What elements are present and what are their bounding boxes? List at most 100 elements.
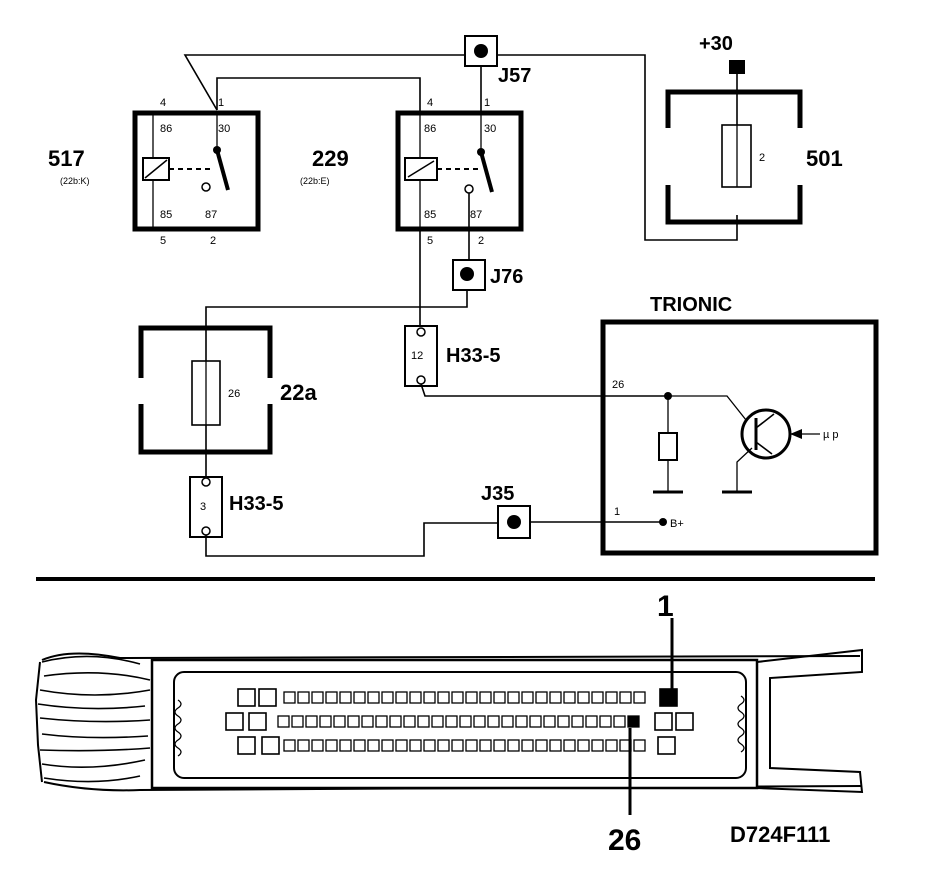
connector-pin <box>381 691 394 704</box>
h33-5-top-pin-a <box>416 327 426 337</box>
connector-pin <box>571 715 584 728</box>
relay-517-contact-87 <box>201 182 211 192</box>
fuse-501-box-bottom <box>665 185 803 225</box>
connector-pin <box>297 691 310 704</box>
relay-229-switch-arm <box>479 151 494 193</box>
plus30-terminal <box>729 60 745 74</box>
connector-pin <box>445 715 458 728</box>
j76-connector <box>452 259 486 291</box>
j35-label: J35 <box>481 483 514 505</box>
connector-pin <box>353 739 366 752</box>
relay-229-note: (22b:E) <box>300 176 330 186</box>
connector-pin <box>283 739 296 752</box>
connector-pin <box>423 691 436 704</box>
connector-pin <box>277 715 290 728</box>
relay-517-coil-slash <box>144 159 168 179</box>
connector-pin <box>521 739 534 752</box>
fuse-501-number: 2 <box>759 152 765 164</box>
connector-pin <box>585 715 598 728</box>
connector-pin <box>493 691 506 704</box>
connector-pin <box>395 739 408 752</box>
connector-pin <box>479 739 492 752</box>
connector-pin <box>507 691 520 704</box>
connector-pin <box>367 691 380 704</box>
connector-pin <box>451 691 464 704</box>
connector-pin <box>423 739 436 752</box>
connector-pin <box>291 715 304 728</box>
relay-229-pin85: 85 <box>424 209 436 221</box>
trionic-base-wire <box>668 395 751 426</box>
relay-517-pin1: 1 <box>218 97 224 109</box>
connector-pin <box>409 691 422 704</box>
connector-pin <box>549 691 562 704</box>
h33-5-top-pin: 12 <box>411 350 423 362</box>
j57-label: J57 <box>498 65 531 87</box>
relay-229-pin2: 2 <box>478 235 484 247</box>
relay-229-pin86: 86 <box>424 123 436 135</box>
j76-node <box>460 267 474 281</box>
relay-517-note: (22b:K) <box>60 176 90 186</box>
relay-517-switch-arm <box>215 149 230 191</box>
connector-pin <box>339 739 352 752</box>
connector-pin <box>599 715 612 728</box>
connector-pin <box>353 691 366 704</box>
connector-pin <box>311 691 324 704</box>
trionic-bplus-node <box>659 518 667 526</box>
connector-pin <box>389 715 402 728</box>
connector-pin <box>473 715 486 728</box>
wire-h33-to-j35 <box>205 522 500 557</box>
h33-5-bottom-pin-a <box>201 477 211 487</box>
connector-pin <box>339 691 352 704</box>
wire-h33-to-trionic-26 <box>420 383 668 397</box>
relay-229-coil-slash <box>407 160 435 178</box>
wire-j57-to-501 <box>496 54 738 241</box>
fuse-22a-box-top <box>138 325 273 378</box>
relay-229-pin1: 1 <box>484 97 490 109</box>
connector-pin <box>535 691 548 704</box>
connector-pin <box>367 739 380 752</box>
connector-pin <box>297 739 310 752</box>
connector-pin <box>451 739 464 752</box>
h33-5-bottom-pin-b <box>201 526 211 536</box>
relay-517-pin5: 5 <box>160 235 166 247</box>
connector-pin <box>409 739 422 752</box>
trionic-title: TRIONIC <box>650 294 732 316</box>
connector-pin <box>283 691 296 704</box>
connector-pin <box>459 715 472 728</box>
connector-pin <box>431 715 444 728</box>
connector-pin <box>507 739 520 752</box>
j57-node <box>474 44 488 58</box>
connector-pin <box>465 739 478 752</box>
connector-pin <box>417 715 430 728</box>
relay-517-pin4: 4 <box>160 97 166 109</box>
connector-pin <box>535 739 548 752</box>
connector-pin <box>381 739 394 752</box>
connector-pin <box>325 739 338 752</box>
relay-229-contact-87 <box>464 184 474 194</box>
trionic-mup-label: µ p <box>823 429 839 441</box>
trionic-pin26: 26 <box>612 379 624 391</box>
relay-229-pin4: 4 <box>427 97 433 109</box>
connector-pin <box>501 715 514 728</box>
wire-517-pin1 <box>183 54 466 111</box>
relay-229-pin30: 30 <box>484 123 496 135</box>
connector-pin <box>627 715 640 728</box>
connector-pin <box>619 691 632 704</box>
relay-517-pin30: 30 <box>218 123 230 135</box>
connector-pin <box>395 691 408 704</box>
connector-pin <box>325 691 338 704</box>
trionic-pin1: 1 <box>614 506 620 518</box>
trionic-bplus: B+ <box>670 518 684 530</box>
connector-pin <box>347 715 360 728</box>
connector-pin <box>633 739 646 752</box>
connector-pin <box>479 691 492 704</box>
connector-pin <box>311 739 324 752</box>
trionic-resistor <box>658 432 678 461</box>
fuse-22a-label: 22a <box>280 380 317 405</box>
connector-pin <box>557 715 570 728</box>
drawing-code: D724F111 <box>730 822 830 847</box>
plus30-label: +30 <box>699 33 733 55</box>
connector-pin <box>549 739 562 752</box>
connector-pin <box>487 715 500 728</box>
